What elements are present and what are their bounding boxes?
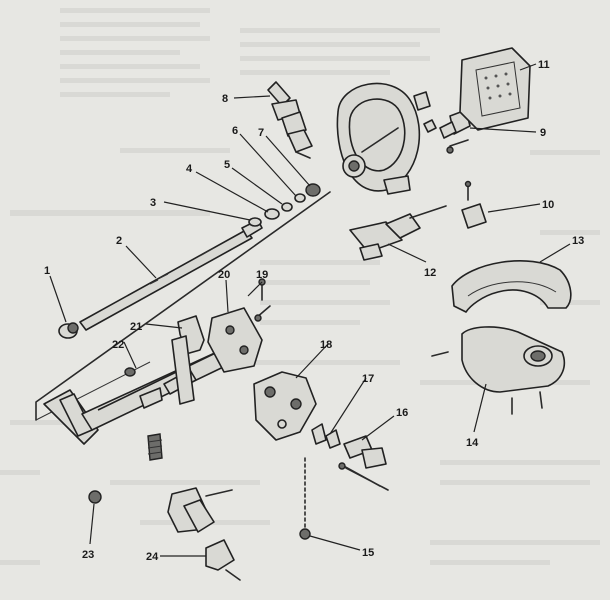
part-lock-housing: [253, 371, 317, 441]
callout-15: 15: [362, 547, 374, 559]
callout-2: 2: [116, 235, 122, 247]
part-lock-bracket: [171, 315, 205, 405]
callout-17: 17: [362, 373, 374, 385]
callout-11: 11: [538, 59, 550, 71]
part-lower-shroud: [431, 326, 566, 415]
callout-8: 8: [222, 93, 228, 105]
callout-23: 23: [82, 549, 94, 561]
callout-18: 18: [320, 339, 332, 351]
part-spring: [147, 433, 163, 461]
callout-labels: 1 2 3 4 5 6 7 8 9 10 11 12 13 14 15 16 1…: [44, 59, 584, 563]
callout-20: 20: [218, 269, 230, 281]
callout-13: 13: [572, 235, 584, 247]
callout-14: 14: [466, 437, 479, 449]
leader-lines: [49, 63, 571, 557]
callout-24: 24: [146, 551, 159, 563]
part-bushing: [58, 322, 79, 339]
callout-1: 1: [44, 265, 50, 277]
callout-7: 7: [258, 127, 264, 139]
part-upper-shroud: [451, 260, 572, 313]
part-nut: [299, 457, 311, 540]
callout-10: 10: [542, 199, 554, 211]
part-ignition-switch: [167, 487, 233, 533]
part-lower-nut: [88, 490, 102, 504]
callout-5: 5: [224, 159, 230, 171]
callout-12: 12: [424, 267, 436, 279]
callout-21: 21: [130, 321, 142, 333]
part-clip: [461, 180, 487, 229]
part-retaining-clips: [311, 423, 341, 449]
part-lock-cylinder: [338, 435, 389, 491]
part-airbag-module: [459, 47, 531, 131]
part-horn-contact: [413, 91, 471, 154]
part-shaft-washers: [248, 183, 321, 227]
callout-9: 9: [540, 127, 546, 139]
callout-3: 3: [150, 197, 156, 209]
callout-6: 6: [232, 125, 238, 137]
callout-4: 4: [186, 163, 193, 175]
part-connector: [205, 539, 241, 581]
callout-22: 22: [112, 339, 124, 351]
part-upper-switch: [267, 81, 313, 159]
callout-19: 19: [256, 269, 268, 281]
part-steering-wheel: [336, 82, 421, 195]
part-frame-boss: [124, 367, 136, 377]
callout-16: 16: [396, 407, 408, 419]
part-ignition-bracket: [207, 305, 271, 373]
part-column-frame: [35, 191, 331, 445]
